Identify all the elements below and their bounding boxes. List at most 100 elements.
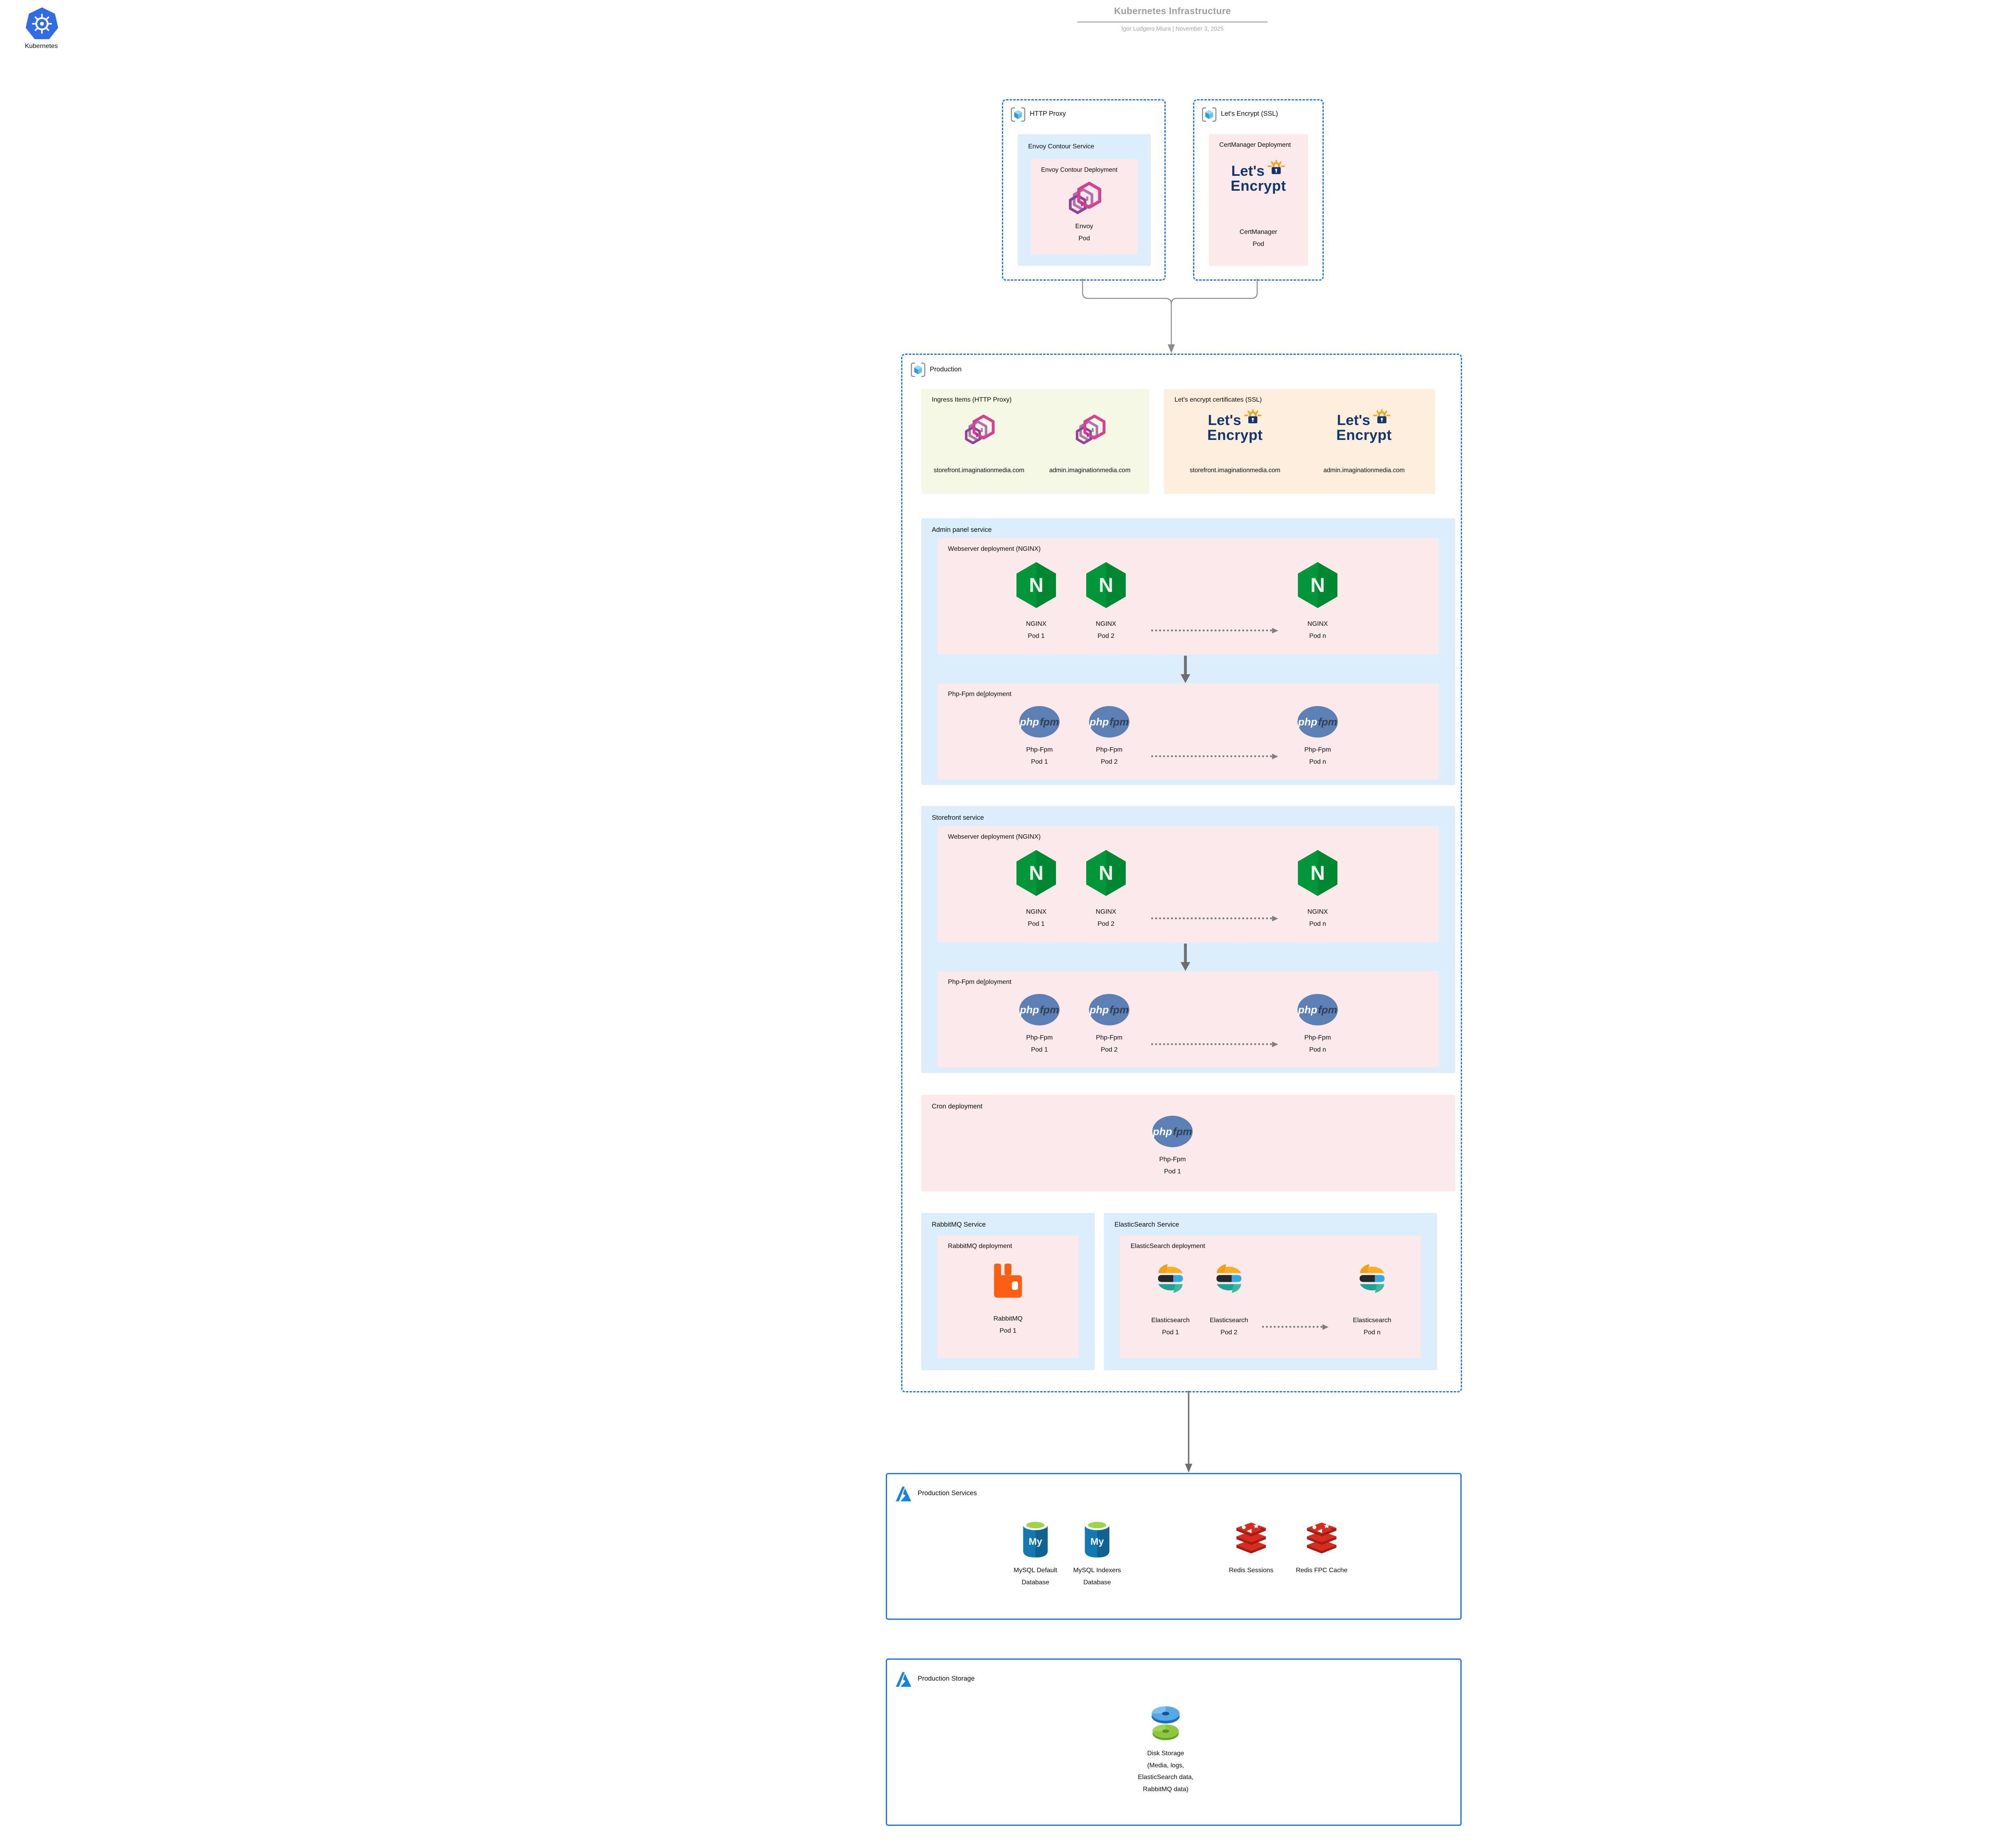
certmanager-pod-caption: CertManager Pod bbox=[1239, 229, 1277, 248]
envoy-icon bbox=[1065, 179, 1104, 218]
lets-encrypt-logo-word2: Encrypt bbox=[1207, 427, 1263, 443]
fpm-word: fpm bbox=[1109, 1003, 1129, 1016]
http-proxy-title: HTTP Proxy bbox=[1030, 110, 1066, 117]
padlock-icon bbox=[1372, 409, 1391, 427]
kubernetes-logo-icon bbox=[24, 6, 60, 41]
lets-encrypt-logo-word1: Let's bbox=[1337, 412, 1370, 428]
pod-caption: Php-Fpm Pod 1 bbox=[1026, 746, 1053, 765]
lets-encrypt-logo-word2: Encrypt bbox=[1231, 177, 1286, 194]
phpfpm-deployment-title: Php-Fpm de[ployment bbox=[948, 979, 1012, 985]
pod-caption: Php-Fpm Pod 1 bbox=[1159, 1156, 1186, 1175]
rabbitmq-icon bbox=[994, 1263, 1022, 1298]
elasticsearch-service-title: ElasticSearch Service bbox=[1114, 1221, 1179, 1228]
fpm-word: fpm bbox=[1109, 715, 1129, 728]
php-word: php bbox=[1153, 1125, 1172, 1138]
pod-caption: NGINX Pod 2 bbox=[1095, 621, 1116, 640]
php-word: php bbox=[1089, 715, 1109, 728]
webserver-deployment-title: Webserver deployment (NGINX) bbox=[948, 546, 1041, 552]
padlock-icon bbox=[1243, 409, 1262, 427]
lets-encrypt-logo-word1: Let's bbox=[1208, 412, 1241, 428]
storefront-service-title: Storefront service bbox=[932, 814, 984, 821]
envoy-icon bbox=[1072, 413, 1108, 448]
nginx-icon: N bbox=[1297, 850, 1338, 896]
mysql-icon: My bbox=[1019, 1519, 1052, 1562]
envoy-contour-service-box: Envoy Contour Service Envoy Contour Depl… bbox=[1018, 134, 1151, 266]
fpm-word: fpm bbox=[1318, 1003, 1337, 1016]
certificates-title: Let's encrypt certificates (SSL) bbox=[1175, 396, 1262, 403]
service-caption: Redis Sessions bbox=[1229, 1567, 1274, 1574]
nginx-icon: N bbox=[1297, 562, 1338, 608]
certificate-domain-caption: storefront.imaginationmedia.com bbox=[1189, 467, 1281, 474]
mysql-word: My bbox=[1090, 1536, 1104, 1547]
rabbitmq-service-title: RabbitMQ Service bbox=[932, 1221, 986, 1228]
certmanager-deployment-title: CertManager Deployment bbox=[1219, 142, 1291, 148]
mysql-word: My bbox=[1029, 1536, 1042, 1547]
nginx-letter: N bbox=[1029, 574, 1044, 596]
pod-caption: Elasticsearch Pod 2 bbox=[1210, 1317, 1248, 1336]
elasticsearch-icon bbox=[1360, 1264, 1385, 1293]
production-title: Production bbox=[930, 366, 962, 373]
nginx-letter: N bbox=[1310, 574, 1325, 596]
redis-icon bbox=[1307, 1522, 1337, 1554]
disk-storage-caption: Disk Storage (Media, logs, ElasticSearch… bbox=[1138, 1750, 1193, 1793]
scale-out-dotted-arrow bbox=[1151, 628, 1278, 633]
redis-icon bbox=[1236, 1522, 1266, 1554]
disk-storage-icon bbox=[1152, 1706, 1180, 1740]
certificate-domain-caption: admin.imaginationmedia.com bbox=[1323, 467, 1405, 474]
lets-encrypt-logo: Let's Encrypt bbox=[1336, 409, 1392, 443]
admin-webserver-deployment-box: Webserver deployment (NGINX) N N N NGINX… bbox=[937, 538, 1439, 654]
envoy-contour-service-title: Envoy Contour Service bbox=[1028, 143, 1094, 150]
scale-out-dotted-arrow bbox=[1151, 754, 1278, 759]
lets-encrypt-title: Let's Encrypt (SSL) bbox=[1221, 110, 1278, 117]
nginx-letter: N bbox=[1098, 574, 1114, 596]
lets-encrypt-logo: Let's Encrypt bbox=[1231, 160, 1286, 194]
fpm-word: fpm bbox=[1173, 1125, 1192, 1138]
nginx-icon: N bbox=[1016, 850, 1056, 896]
php-word: php bbox=[1298, 1003, 1317, 1016]
envoy-icon bbox=[961, 413, 997, 448]
nginx-letter: N bbox=[1310, 862, 1325, 884]
pod-caption: Elasticsearch Pod n bbox=[1353, 1317, 1391, 1336]
lets-encrypt-namespace-box: Let's Encrypt (SSL) CertManager Deployme… bbox=[1193, 99, 1324, 281]
envoy-pod-caption: Envoy Pod bbox=[1075, 223, 1093, 242]
pod-caption: NGINX Pod 1 bbox=[1026, 908, 1047, 927]
envoy-contour-deployment-box: Envoy Contour Deployment Envoy Pod bbox=[1031, 159, 1138, 254]
rabbitmq-deployment-title: RabbitMQ deployment bbox=[948, 1243, 1012, 1250]
scale-out-dotted-arrow bbox=[1262, 1324, 1329, 1330]
mysql-icon: My bbox=[1081, 1519, 1113, 1562]
production-storage-box: Production Storage Disk Storage (Media, … bbox=[886, 1658, 1462, 1826]
rabbitmq-deployment-box: RabbitMQ deployment RabbitMQ Pod 1 bbox=[937, 1235, 1079, 1358]
storefront-service-box: Storefront service Webserver deployment … bbox=[921, 806, 1455, 1073]
azure-icon bbox=[896, 1672, 912, 1687]
admin-panel-service-box: Admin panel service Webserver deployment… bbox=[921, 518, 1455, 785]
padlock-icon bbox=[1267, 160, 1285, 178]
pod-caption: NGINX Pod n bbox=[1307, 908, 1328, 927]
elasticsearch-icon bbox=[1158, 1264, 1183, 1293]
elasticsearch-icon bbox=[1216, 1264, 1241, 1293]
elasticsearch-deployment-box: ElasticSearch deployment Elasticsearch P… bbox=[1120, 1235, 1421, 1358]
pod-caption: Php-Fpm Pod 1 bbox=[1026, 1034, 1053, 1053]
envoy-contour-deployment-title: Envoy Contour Deployment bbox=[1041, 167, 1118, 173]
pod-caption: Elasticsearch Pod 1 bbox=[1151, 1317, 1190, 1336]
php-word: php bbox=[1020, 715, 1039, 728]
pod-caption: Php-Fpm Pod 2 bbox=[1096, 746, 1123, 765]
azure-icon bbox=[896, 1486, 912, 1502]
pod-caption: Php-Fpm Pod n bbox=[1304, 1034, 1331, 1053]
elasticsearch-service-box: ElasticSearch Service ElasticSearch depl… bbox=[1104, 1213, 1437, 1370]
production-storage-title: Production Storage bbox=[918, 1675, 975, 1682]
fpm-word: fpm bbox=[1039, 1003, 1059, 1016]
ingress-items-box: Ingress Items (HTTP Proxy) storefront.im… bbox=[921, 389, 1150, 494]
kubernetes-badge-label: Kubernetes bbox=[25, 43, 58, 50]
php-word: php bbox=[1298, 715, 1317, 728]
production-namespace-box: Production Ingress Items (HTTP Proxy) st… bbox=[901, 354, 1462, 1392]
fpm-word: fpm bbox=[1039, 715, 1059, 728]
ingress-domain-caption: storefront.imaginationmedia.com bbox=[933, 467, 1025, 474]
scale-out-dotted-arrow bbox=[1151, 1042, 1278, 1047]
